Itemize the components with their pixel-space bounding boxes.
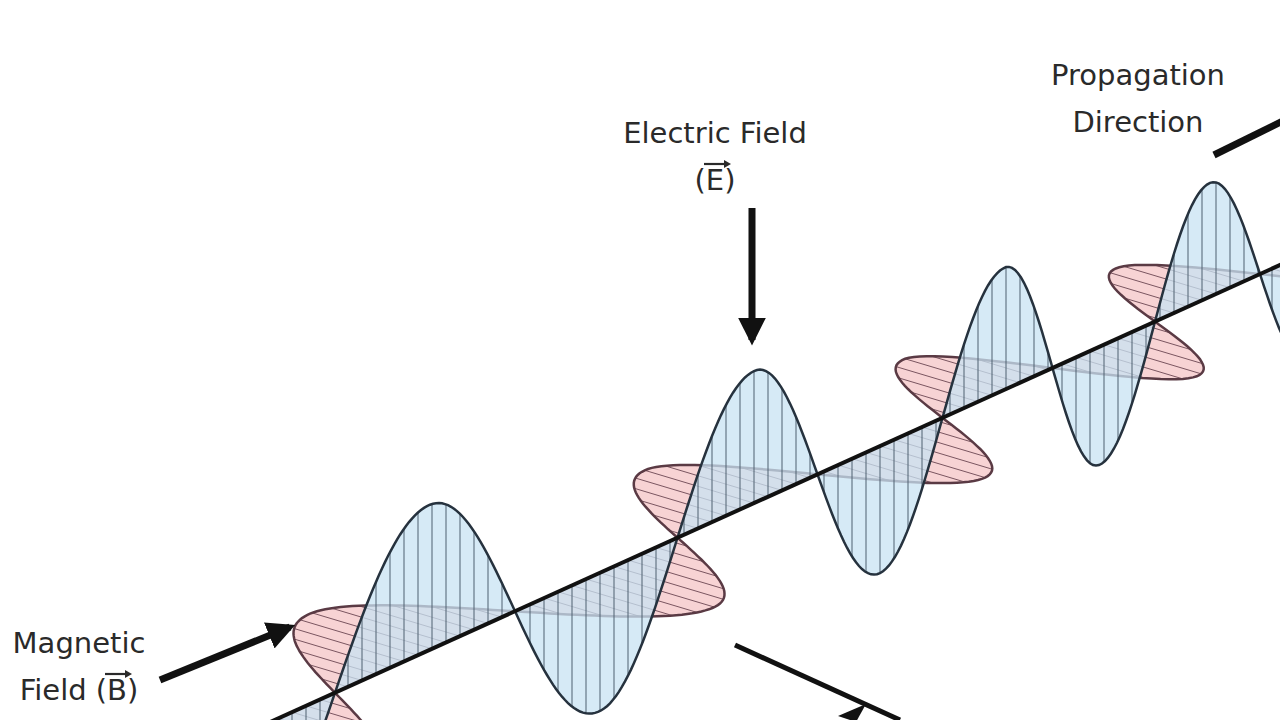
electric-hatch bbox=[530, 605, 531, 644]
electric-hatch bbox=[362, 617, 363, 681]
electric-hatch bbox=[726, 405, 727, 516]
electric-hatch bbox=[992, 279, 993, 395]
electric-wave-fill bbox=[250, 182, 1280, 720]
electric-hatch bbox=[1104, 345, 1105, 462]
electric-hatch bbox=[488, 555, 489, 623]
magnetic-field-label: Magnetic Field (B) bbox=[4, 620, 154, 714]
electric-hatch bbox=[838, 465, 839, 528]
electric-hatch bbox=[698, 474, 699, 528]
electric-hatch bbox=[446, 504, 447, 642]
electric-hatch bbox=[768, 372, 769, 497]
electric-hatch bbox=[1118, 338, 1119, 440]
electric-hatch bbox=[642, 554, 643, 644]
electric-hatch bbox=[1034, 307, 1035, 376]
electric-hatch bbox=[754, 371, 755, 503]
electric-hatch bbox=[558, 592, 559, 692]
leader-arrow bbox=[160, 627, 290, 680]
electric-hatch bbox=[628, 560, 629, 676]
electric-hatch bbox=[1202, 189, 1203, 300]
electric-hatch bbox=[404, 529, 405, 662]
electric-hatch bbox=[1062, 364, 1063, 401]
electric-hatch bbox=[1230, 196, 1231, 288]
electric-hatch bbox=[782, 389, 783, 491]
electric-hatch bbox=[572, 586, 573, 707]
electric-hatch bbox=[656, 548, 657, 605]
electric-hatch bbox=[922, 427, 923, 489]
electric-hatch bbox=[1272, 269, 1273, 310]
electric-hatch bbox=[432, 504, 433, 649]
leader-arrow bbox=[749, 208, 756, 340]
electric-hatch bbox=[1006, 267, 1007, 389]
electric-hatch bbox=[1244, 227, 1245, 281]
electric-hatch bbox=[460, 514, 461, 636]
electric-hatch bbox=[964, 344, 965, 408]
electric-hatch bbox=[544, 598, 545, 670]
arrow-head bbox=[838, 704, 866, 720]
leader-line bbox=[1214, 120, 1280, 155]
electric-hatch bbox=[1090, 351, 1091, 463]
electric-hatch bbox=[586, 579, 587, 713]
electric-hatch bbox=[796, 417, 797, 484]
electric-hatch bbox=[614, 567, 615, 699]
electric-hatch bbox=[376, 582, 377, 674]
electric-hatch bbox=[1174, 254, 1175, 314]
electric-hatch bbox=[852, 459, 853, 557]
electric-hatch bbox=[866, 452, 867, 572]
electric-hatch bbox=[1020, 276, 1021, 383]
electric-hatch bbox=[978, 306, 979, 402]
electric-hatch bbox=[1076, 357, 1077, 441]
electric-hatch bbox=[1132, 332, 1133, 403]
electric-field-label: Electric Field (E) bbox=[610, 110, 820, 204]
electric-hatch bbox=[712, 436, 713, 522]
electric-hatch bbox=[502, 583, 503, 617]
electric-hatch bbox=[418, 513, 419, 656]
electric-hatch bbox=[894, 440, 895, 559]
electric-hatch bbox=[474, 531, 475, 629]
electric-hatch bbox=[880, 446, 881, 573]
electric-hatch bbox=[320, 700, 321, 720]
electric-hatch bbox=[600, 573, 601, 711]
propagation-axis bbox=[240, 261, 1280, 720]
propagation-label: Propagation Direction bbox=[1020, 52, 1256, 146]
electric-hatch bbox=[740, 383, 741, 510]
leader-line bbox=[735, 645, 900, 720]
electric-hatch bbox=[1216, 182, 1217, 294]
electric-hatch bbox=[390, 552, 391, 668]
electric-hatch bbox=[908, 433, 909, 529]
electric-hatch bbox=[1188, 214, 1189, 307]
wave-group bbox=[240, 182, 1280, 720]
electric-wave bbox=[250, 182, 1280, 720]
